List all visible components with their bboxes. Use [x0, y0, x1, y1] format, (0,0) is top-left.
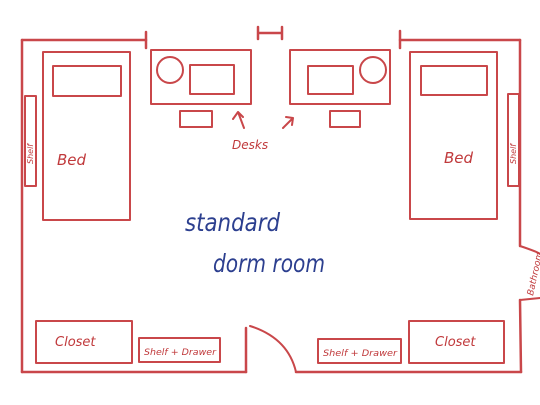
desk-left-top — [150, 49, 252, 105]
bed-right — [409, 51, 498, 220]
desk-right — [289, 49, 391, 128]
shelf-left-label: Shelf — [26, 143, 35, 164]
door-swing-arc — [249, 325, 297, 373]
desks-arrow-left — [232, 111, 245, 129]
door — [244, 325, 297, 374]
bed-right-label: Bed — [444, 149, 474, 167]
bed-right-frame — [409, 51, 498, 220]
shelf-right — [507, 93, 520, 187]
desk-left-monitor — [189, 64, 235, 95]
bathroom-door-arc — [519, 245, 540, 255]
desk-left — [150, 49, 252, 128]
desk-right-lamp — [359, 56, 387, 84]
shelf-drawer-left — [138, 337, 221, 363]
bed-left — [42, 51, 131, 221]
shelf-drawer-right — [317, 338, 402, 364]
closet-right-label: Closet — [435, 335, 476, 350]
closet-right — [408, 320, 505, 364]
wall-right-lower — [518, 298, 523, 374]
shelf-left — [24, 95, 37, 187]
desk-left-chair — [179, 110, 213, 128]
closet-left — [35, 320, 133, 364]
shelf-drawer-right-label: Shelf + Drawer — [323, 349, 398, 359]
desk-left-lamp — [156, 56, 184, 84]
room-walls — [20, 25, 523, 374]
window-marker — [256, 25, 284, 41]
closet-left-label: Closet — [55, 335, 96, 350]
bathroom-door — [519, 245, 540, 301]
desk-right-top — [289, 49, 391, 105]
bathroom-label: Bathroom — [526, 251, 540, 297]
shelf-drawer-left-label: Shelf + Drawer — [144, 348, 217, 358]
bed-right-pillow — [420, 65, 488, 96]
desk-right-chair — [329, 110, 361, 128]
shelf-right-label: Shelf — [509, 143, 518, 164]
bed-left-pillow — [52, 65, 122, 97]
bed-left-frame — [42, 51, 131, 221]
desk-right-monitor — [307, 65, 354, 95]
title-line-2: dorm room — [213, 249, 325, 278]
bed-left-label: Bed — [57, 151, 87, 169]
desks-arrow-right — [282, 116, 294, 129]
title-line-1: standard — [185, 208, 280, 237]
bathroom-door-line — [519, 297, 540, 301]
desks-label: Desks — [232, 138, 268, 152]
